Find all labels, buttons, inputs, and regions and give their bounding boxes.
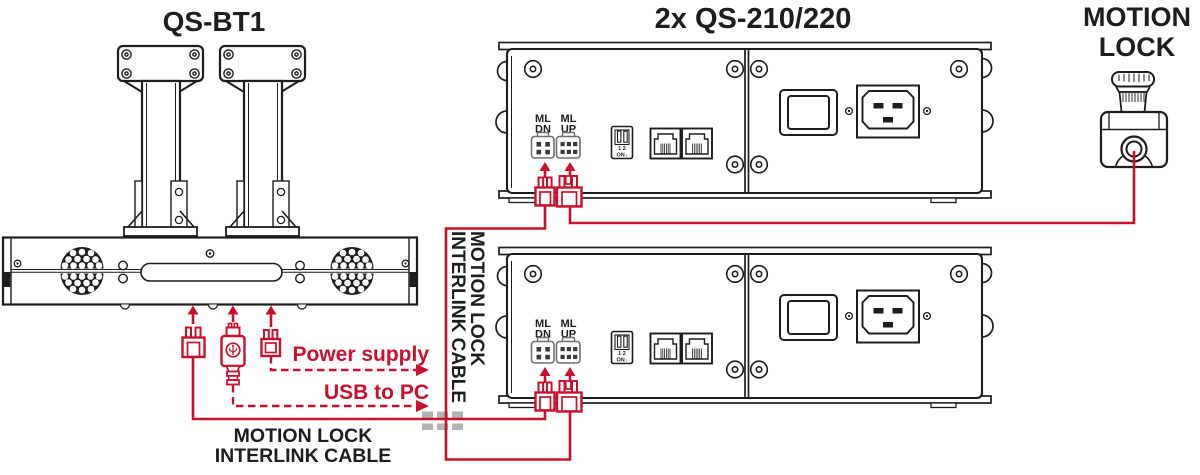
- qs-bt1-connectors: [181, 305, 282, 386]
- usb-plug: [220, 322, 246, 386]
- qs-bt1-post-right: [218, 44, 307, 238]
- interlink-bottom-label-line2: INTERLINK CABLE: [215, 445, 392, 467]
- power-plug: [260, 329, 282, 358]
- base-holes: [117, 260, 306, 284]
- qs-bt1-title: QS-BT1: [163, 6, 266, 37]
- interlink-bottom-label-line1: MOTION LOCK: [234, 425, 373, 447]
- interlink-vertical-label-line2: INTERLINK CABLE: [447, 231, 468, 403]
- qs-bt1-post-left: [116, 44, 205, 238]
- cable-motion-lock-to-upper-ml-up: [568, 151, 1136, 225]
- interlink-plug: [181, 326, 206, 359]
- base-screws: [13, 249, 410, 268]
- interlink-vertical-label-line1: MOTION LOCK: [466, 231, 487, 366]
- dashed-cables: [231, 356, 416, 408]
- qs-bt1-device: [1, 44, 419, 310]
- motion-lock-button: [1099, 71, 1169, 169]
- dashed-cable-arrowheads: [416, 364, 429, 412]
- motion-lock-title-line1: MOTION: [1083, 2, 1191, 32]
- cable-usb-to-pc: [231, 385, 416, 408]
- cables: [191, 151, 1136, 461]
- cable-power-supply: [269, 356, 416, 372]
- usb-icon: [225, 342, 241, 358]
- qs-bt1-base: [1, 236, 419, 310]
- cable-break-marks: [422, 411, 463, 430]
- cable-qsbt1-to-lower-ml-dn: [191, 356, 547, 421]
- qs-units-title: 2x QS-210/220: [655, 3, 852, 35]
- base-slot: [140, 262, 283, 282]
- cable-upper-ml-dn-to-lower-ml-up: [444, 204, 572, 461]
- motion-lock-title-line2: LOCK: [1099, 32, 1176, 62]
- usb-to-pc-label: USB to PC: [324, 381, 429, 404]
- connector-up-arrows: [187, 305, 277, 327]
- power-supply-label: Power supply: [292, 343, 429, 366]
